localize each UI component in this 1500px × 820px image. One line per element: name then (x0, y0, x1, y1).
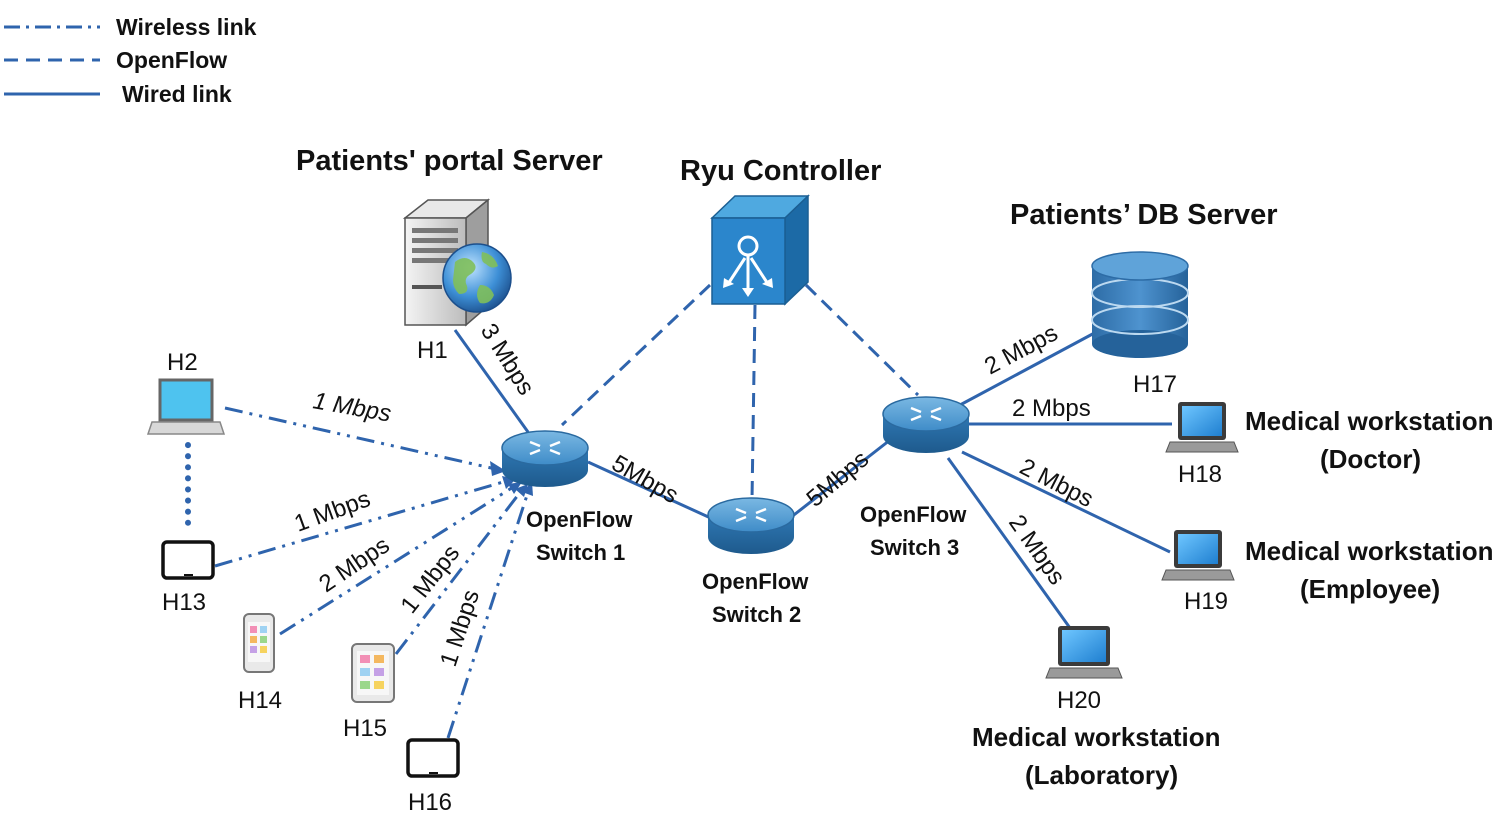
wired-link-s3-h19 (961, 450, 1171, 554)
host-label-h20: H20 (1057, 687, 1101, 714)
laptop-icon[interactable] (1045, 626, 1123, 679)
wired-link-s3-h17 (959, 328, 1101, 407)
wireless-link-h15-s1 (394, 485, 527, 655)
openflow-link-s1 (560, 283, 712, 427)
link-labels: 3 Mbps 1 Mbps 1 Mbps 2 Mbps 1 Mbps 1 Mbp… (291, 319, 1098, 670)
link-label-s1-s2: 5Mbps (607, 450, 683, 509)
switch-3-icon[interactable] (882, 396, 970, 453)
wired-link-h1-s1 (453, 329, 530, 433)
arrowhead-h14 (508, 482, 522, 494)
tablet-portrait-icon[interactable] (351, 643, 395, 703)
tablet-icon[interactable] (161, 540, 215, 580)
smartphone-icon[interactable] (243, 613, 275, 673)
arrowhead-h2 (490, 461, 506, 476)
switch-1-icon[interactable] (501, 430, 589, 487)
wired-link-s2-s3 (789, 438, 891, 520)
link-label-s3-h19: 2 Mbps (1015, 453, 1097, 513)
wired-link-s1-s2 (587, 460, 716, 522)
wired-link-s3-h20 (946, 457, 1072, 629)
workstation-lab-line1: Medical workstation (972, 722, 1221, 752)
host-label-h16: H16 (408, 789, 452, 815)
web-server-icon[interactable] (402, 198, 512, 327)
host-label-h2: H2 (167, 349, 198, 376)
database-icon[interactable] (1091, 251, 1189, 358)
openflow-link-s3 (804, 283, 920, 397)
wireless-link-h14-s1 (279, 482, 519, 636)
db-server-title: Patients’ DB Server (1010, 199, 1278, 231)
tablet-icon[interactable] (406, 738, 460, 778)
switch-1-label-line1: OpenFlow (526, 507, 633, 532)
switch-1-label-line2: Switch 1 (536, 540, 625, 565)
host-label-h17: H17 (1133, 371, 1177, 398)
workstation-employee-line1: Medical workstation (1245, 536, 1494, 566)
portal-server-title: Patients' portal Server (296, 145, 603, 177)
wireless-link-h2-s1 (224, 406, 501, 472)
workstation-doctor-line2: (Doctor) (1320, 444, 1421, 474)
arrowhead-h15 (515, 484, 528, 497)
openflow-link-s2 (750, 304, 757, 501)
links (185, 283, 1172, 739)
workstation-lab-line2: (Laboratory) (1025, 760, 1178, 790)
host-label-h13: H13 (162, 589, 206, 616)
wireless-arrowheads (490, 461, 533, 497)
switch-3-label-line1: OpenFlow (860, 502, 967, 527)
link-label-s3-h18: 2 Mbps (1012, 395, 1091, 422)
legend: Wireless link OpenFlow Wired link (4, 14, 257, 107)
laptop-icon[interactable] (1161, 530, 1235, 581)
link-label-h16-s1: 1 Mbps (435, 587, 485, 670)
switch-3-label-line2: Switch 3 (870, 535, 959, 560)
host-label-h1: H1 (417, 337, 448, 364)
link-label-h14-s1: 2 Mbps (314, 532, 394, 598)
switch-2-icon[interactable] (707, 497, 795, 554)
switch-2-label-line2: Switch 2 (712, 602, 801, 627)
laptop-icon[interactable] (1165, 402, 1239, 453)
link-label-h13-s1: 1 Mbps (291, 485, 374, 537)
legend-wired-label: Wired link (122, 81, 232, 107)
legend-openflow-label: OpenFlow (116, 47, 227, 73)
switch-2-label-line1: OpenFlow (702, 569, 809, 594)
controller-title: Ryu Controller (680, 155, 881, 187)
sdn-controller-icon[interactable] (710, 194, 810, 306)
workstation-doctor-line1: Medical workstation (1245, 406, 1494, 436)
host-label-h19: H19 (1184, 588, 1228, 615)
link-label-h2-s1: 1 Mbps (311, 387, 393, 427)
link-label-h1-s1: 3 Mbps (475, 319, 540, 400)
wireless-link-h13-s1 (214, 478, 511, 568)
workstation-employee-line2: (Employee) (1300, 574, 1440, 604)
legend-wireless-label: Wireless link (116, 14, 257, 40)
laptop-icon[interactable] (146, 378, 226, 435)
host-label-h15: H15 (343, 715, 387, 742)
host-label-h14: H14 (238, 687, 282, 714)
host-label-h18: H18 (1178, 461, 1222, 488)
